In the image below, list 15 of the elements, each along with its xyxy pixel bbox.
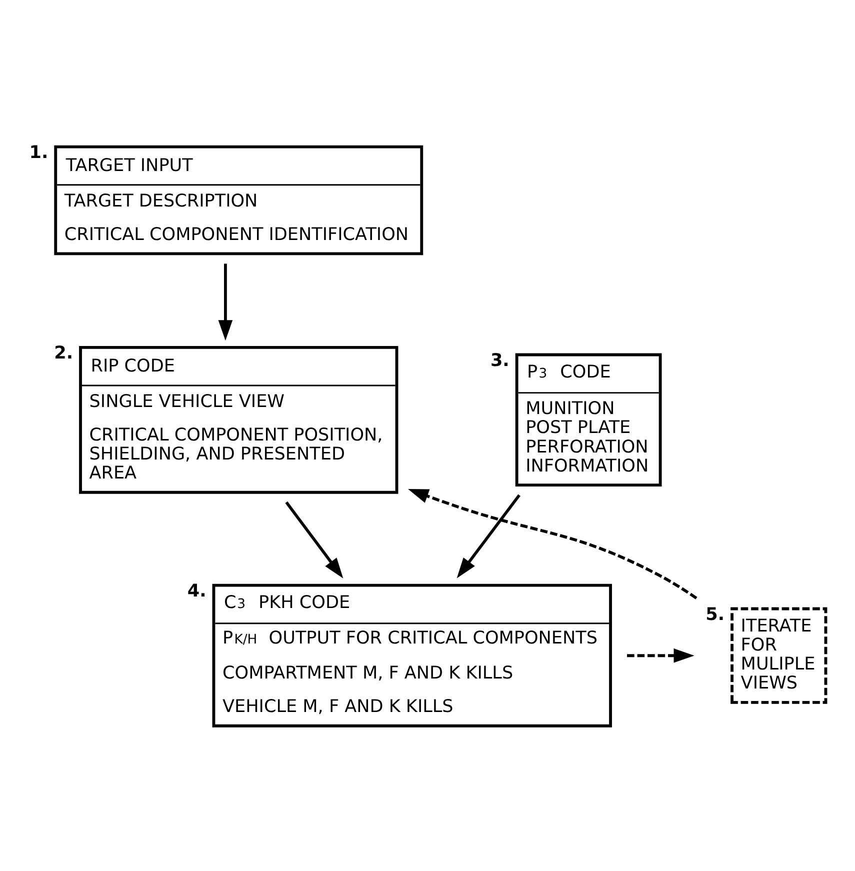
node-box: RIP CODE SINGLE VEHICLE VIEW CRITICAL COMPONENT POSITION, SHIELDING, AND PRESENTED AREA [79, 345, 398, 494]
arrow [408, 488, 698, 599]
node-label: 4. [187, 580, 206, 601]
node-label: 5. [706, 604, 725, 624]
node-box: P3 CODE MUNITION POST PLATE PERFORATION INFORMATION [515, 352, 662, 486]
node-box: ITERATE FOR MULIPLE VIEWS [730, 606, 828, 704]
node-label: 3. [490, 350, 510, 370]
node-box: C3 PKH CODE PK/H OUTPUT FOR CRITICAL COMPONENTS COMPARTMENT M, F AND K KILLS VEHICLE M, F AND K KILLS [212, 583, 612, 727]
arrow [627, 648, 694, 662]
arrow [285, 500, 344, 578]
node-label: 2. [54, 343, 74, 364]
node-box: TARGET INPUT TARGET DESCRIPTION CRITICAL COMPONENT IDENTIFICATION [54, 144, 424, 255]
arrow [456, 494, 520, 578]
node-label: 1. [29, 142, 48, 162]
arrow [218, 263, 233, 340]
